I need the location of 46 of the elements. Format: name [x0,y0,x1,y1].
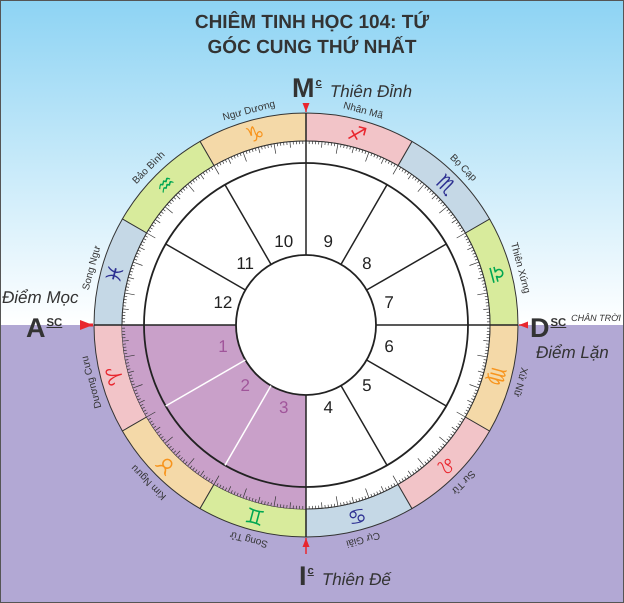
imum-coeli-label: Thiên Đế [322,570,391,590]
arrow [80,320,93,330]
midheaven-symbol: M$^{c}$ [292,72,322,103]
zodiac-glyph: ♎ [484,262,510,286]
zodiac-sign-name: Song Ngư [80,244,103,291]
zodiac-glyph: ♌ [432,450,460,480]
house-number: 6 [384,337,394,358]
arrow [519,322,528,328]
zodiac-sign-name: Cự Giải [345,530,382,550]
house-number: 12 [213,292,232,313]
zodiac-glyph: ♋ [345,503,370,530]
ascendant-symbol: A$^{SC}$ [26,312,62,343]
zodiac-sign-name: Song Tử [228,529,269,550]
zodiac-sign-name: Xử Nữ [511,366,530,398]
arrow [302,103,310,112]
house-number: 3 [279,398,288,418]
house-number: 10 [274,232,294,252]
zodiac-glyph: ♍ [484,364,510,388]
house-number: 7 [384,292,394,313]
arrow [302,538,310,554]
house-number: 11 [236,254,254,274]
zodiac-glyph: ♏ [432,170,460,200]
title: CHIÊM TINH HỌC 104: TỨ GÓC CUNG THỨ NHẤT [194,10,430,60]
zodiac-glyph: ♓ [102,262,128,286]
zodiac-sign-name: Nhân Mã [342,100,384,122]
horizon-label: CHÂN TRỜI [571,313,621,323]
house-number: 8 [362,254,372,274]
descendant-label: Điểm Lặn [536,342,609,363]
zodiac-glyph: ♈ [102,364,128,388]
zodiac-sign-name: Thiên Xứng [508,240,532,294]
zodiac-glyph: ♐ [345,120,370,147]
zodiac-glyph: ♉ [152,450,180,480]
house-number: 5 [362,376,372,396]
zodiac-sign-name: Dương Cưu [79,355,104,410]
house-number: 4 [324,398,333,418]
house-number: 9 [324,232,333,252]
zodiac-glyph: ♊ [242,503,267,530]
descendant-symbol: D$^{SC}$ [530,312,566,343]
zodiac-sign-name: Ngư Dương [221,98,276,123]
house-number: 2 [240,376,250,396]
zodiac-glyph: ♒ [152,170,180,200]
ascendant-label: Điểm Mọc [2,288,79,308]
midheaven-label: Thiên Đỉnh [330,82,412,102]
imum-coeli-symbol: I$^{c}$ [299,560,314,591]
house-number: 1 [218,337,228,358]
zodiac-glyph: ♑ [242,120,267,147]
